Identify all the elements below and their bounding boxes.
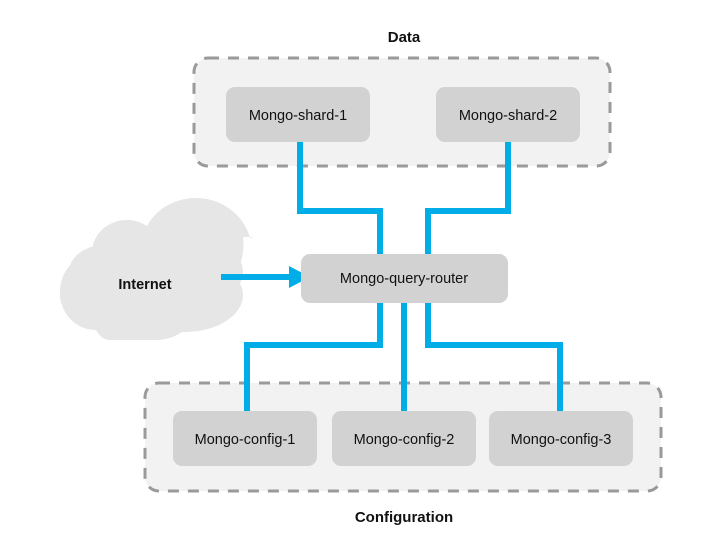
data-group-label: Data [388, 29, 421, 46]
configuration-group-label: Configuration [355, 509, 453, 526]
shard-1-box[interactable] [226, 87, 370, 142]
link-internet-to-router [221, 266, 310, 288]
internet-label: Internet [118, 277, 171, 293]
link-router-to-config3 [425, 300, 563, 414]
config-3-box[interactable] [489, 411, 633, 466]
config-2-label: Mongo-config-2 [354, 432, 455, 448]
shard-2-label: Mongo-shard-2 [459, 108, 557, 124]
config-3-label: Mongo-config-3 [511, 432, 612, 448]
node-mongo-config-2[interactable]: Mongo-config-2 [332, 411, 476, 466]
config-1-label: Mongo-config-1 [195, 432, 296, 448]
config-2-box[interactable] [332, 411, 476, 466]
node-mongo-config-3[interactable]: Mongo-config-3 [489, 411, 633, 466]
node-mongo-shard-2[interactable]: Mongo-shard-2 [436, 87, 580, 142]
internet-arrow-head [289, 266, 310, 288]
internet-cloud[interactable]: Internet [60, 198, 265, 340]
node-mongo-config-1[interactable]: Mongo-config-1 [173, 411, 317, 466]
config-1-box[interactable] [173, 411, 317, 466]
router-box[interactable] [301, 254, 508, 303]
cloud-body [60, 226, 243, 332]
link-router-to-config1 [244, 300, 383, 414]
link-shard2-to-router [425, 138, 511, 256]
shard-2-box[interactable] [436, 87, 580, 142]
router-label: Mongo-query-router [340, 271, 468, 287]
node-mongo-shard-1[interactable]: Mongo-shard-1 [226, 87, 370, 142]
node-mongo-query-router[interactable]: Mongo-query-router [301, 254, 508, 303]
link-shard1-to-router [297, 138, 383, 256]
shard-1-label: Mongo-shard-1 [249, 108, 347, 124]
